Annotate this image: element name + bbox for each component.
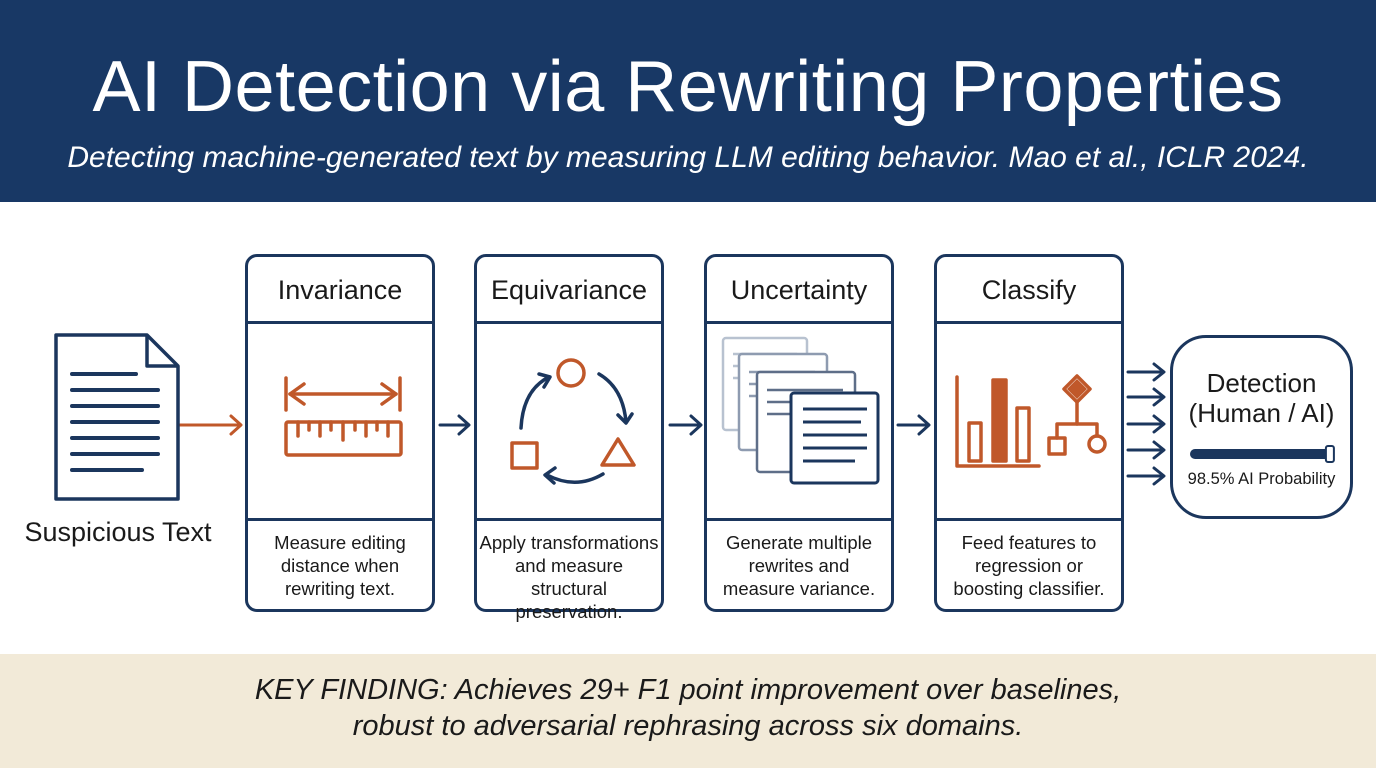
stage-classify: Classify Feed features to regression or … [934, 254, 1124, 612]
probability-marker [1324, 445, 1335, 463]
arrow-invariance-to-equivariance [438, 414, 471, 436]
stage-description: Measure editing distance when rewriting … [274, 532, 406, 599]
stage-title: Invariance [248, 257, 432, 324]
key-finding-panel [0, 654, 1376, 768]
stage-title: Classify [937, 257, 1121, 324]
rewrite-sheet-front [789, 391, 880, 485]
stage-title: Equivariance [477, 257, 661, 324]
key-finding-text: KEY FINDING: Achieves 29+ F1 point impro… [254, 674, 1122, 742]
stage-visual [477, 324, 661, 521]
classifier-icon [955, 374, 1107, 468]
detection-title: Detection (Human / AI) [1188, 368, 1335, 428]
ruler-icon [284, 376, 403, 457]
header-banner [0, 0, 1376, 202]
stage-title: Uncertainty [707, 257, 891, 324]
page-subtitle: Detecting machine-generated text by meas… [67, 141, 1309, 174]
probability-fill [1190, 449, 1330, 459]
arrows-classify-to-detection [1126, 362, 1166, 486]
stage-equivariance: Equivariance Apply transformations and m… [474, 254, 664, 622]
document-icon [54, 333, 180, 501]
stage-uncertainty: Uncertainty Generate multiple rewrites a… [704, 254, 894, 612]
transform-cycle-icon [510, 358, 636, 485]
stage-visual [937, 324, 1121, 521]
arrow-input-to-invariance [178, 414, 243, 436]
arrow-equivariance-to-uncertainty [668, 414, 703, 436]
stage-visual [707, 324, 891, 521]
stage-invariance: Invariance Measure editing [245, 254, 435, 612]
stage-description: Generate multiple rewrites and measure v… [722, 532, 876, 599]
stacked-documents-icon [721, 336, 880, 485]
stage-description: Feed features to regression or boosting … [953, 532, 1105, 599]
arrow-uncertainty-to-classify [896, 414, 931, 436]
probability-bar [1190, 445, 1335, 463]
stage-description: Apply transformations and measure struct… [479, 532, 659, 622]
probability-label: 98.5% AI Probability [1187, 470, 1336, 488]
detection-output: Detection (Human / AI) 98.5% AI Probabil… [1170, 335, 1353, 519]
suspicious-text-label: Suspicious Text [24, 517, 212, 547]
page-title: AI Detection via Rewriting Properties [92, 47, 1284, 127]
stage-visual [248, 324, 432, 521]
